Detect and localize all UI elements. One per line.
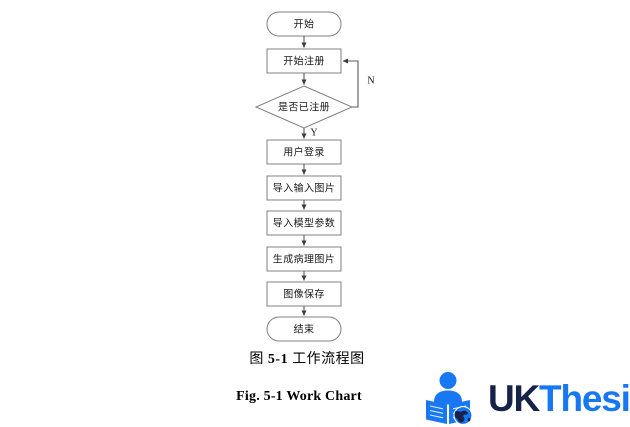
flow-node-start-label: 开始 [294, 18, 315, 31]
flow-node-import-image-label: 导入输入图片 [273, 182, 335, 195]
flow-node-import-image: 导入输入图片 [266, 175, 342, 201]
flow-node-register: 开始注册 [266, 48, 342, 74]
flow-node-end-label: 结束 [294, 323, 315, 336]
flow-node-generate-image-label: 生成病理图片 [273, 253, 335, 266]
flow-node-login-label: 用户登录 [283, 146, 325, 159]
ukthesis-watermark: UKThesis [424, 370, 630, 427]
flow-edge-decision-no-loop [342, 58, 359, 108]
flow-branch-label-yes: Y [310, 127, 317, 138]
flow-node-end: 结束 [266, 316, 342, 342]
figure-caption-cn-title: 工作流程图 [292, 352, 365, 367]
figure-caption-english: Fig. 5-1 Work Chart [236, 388, 362, 404]
flow-node-import-model: 导入模型参数 [266, 210, 342, 236]
figure-caption-block: 图 5-1 工作流程图 Fig. 5-1 Work Chart [0, 352, 630, 405]
flow-branch-label-no: N [367, 75, 374, 86]
flow-node-registered-decision-label: 是否已注册 [278, 101, 330, 114]
flow-node-generate-image: 生成病理图片 [266, 246, 342, 272]
reader-with-book-and-globe-icon [426, 372, 473, 425]
flow-node-registered-decision: 是否已注册 [254, 85, 354, 129]
figure-caption-chinese: 图 5-1 工作流程图 [0, 352, 622, 369]
ukthesis-wordmark-uk: UK [488, 378, 540, 419]
work-flow-chart: 开始 开始注册 是否已注册 用户登录 导入输入图片 导入模型参数 生成病理图片 … [254, 11, 375, 342]
flow-node-login: 用户登录 [266, 139, 342, 165]
ukthesis-wordmark: UKThesis [488, 380, 630, 417]
figure-caption-cn-number: 5-1 [267, 352, 289, 367]
flow-node-import-model-label: 导入模型参数 [273, 217, 335, 230]
ukthesis-wordmark-thesis: Thesis [539, 378, 630, 419]
flow-node-register-label: 开始注册 [283, 55, 325, 68]
flow-node-start: 开始 [266, 11, 342, 37]
flow-node-save-image: 图像保存 [266, 281, 342, 307]
figure-caption-cn-prefix: 图 [249, 352, 264, 367]
flow-node-save-image-label: 图像保存 [283, 288, 325, 301]
